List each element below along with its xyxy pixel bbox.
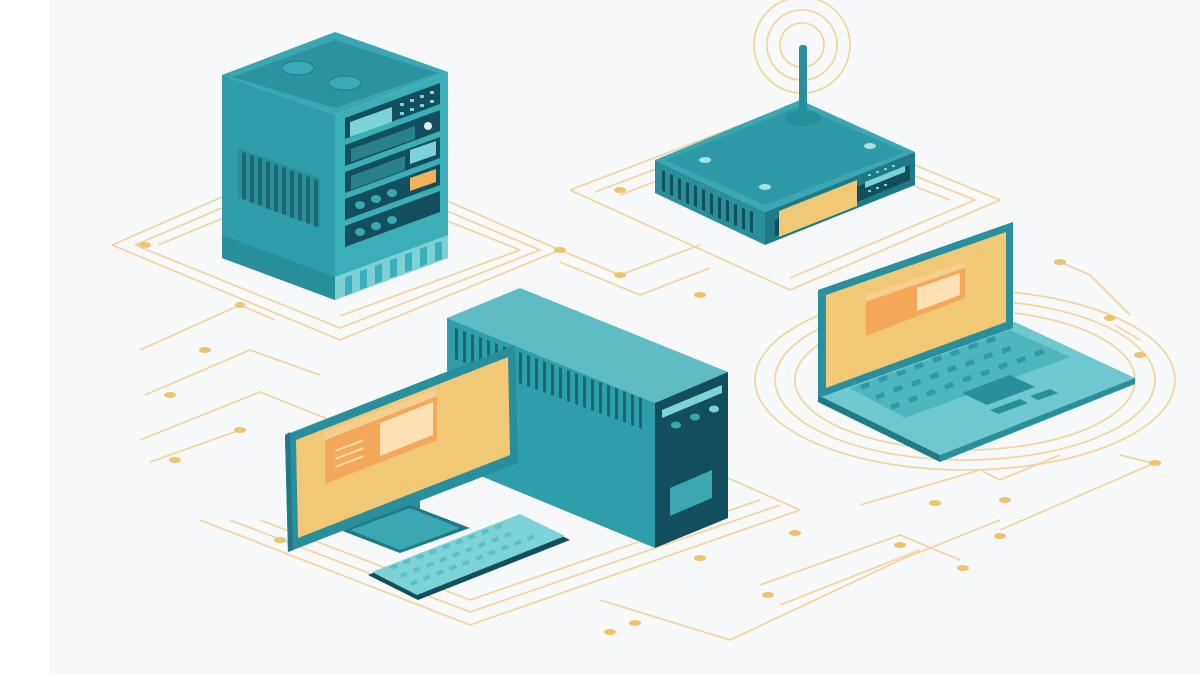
router-display <box>779 180 857 237</box>
fan-icon <box>281 60 315 76</box>
power-led-icon <box>424 122 432 130</box>
fan-icon <box>328 75 362 91</box>
laptop <box>818 222 1135 462</box>
laptop-trackpad <box>962 375 1035 405</box>
laptop-keyboard <box>850 330 1070 418</box>
monitor <box>285 345 518 553</box>
drive-bay <box>662 385 722 418</box>
server-front-panels <box>345 83 440 247</box>
antenna-icon <box>799 45 807 118</box>
circuit-nodes <box>139 187 1161 635</box>
server-rack <box>222 32 448 300</box>
keyboard <box>368 514 570 600</box>
wifi-router <box>655 45 915 245</box>
status-indicator <box>410 169 436 191</box>
display-screen <box>350 107 392 137</box>
drive-slot <box>670 470 712 516</box>
